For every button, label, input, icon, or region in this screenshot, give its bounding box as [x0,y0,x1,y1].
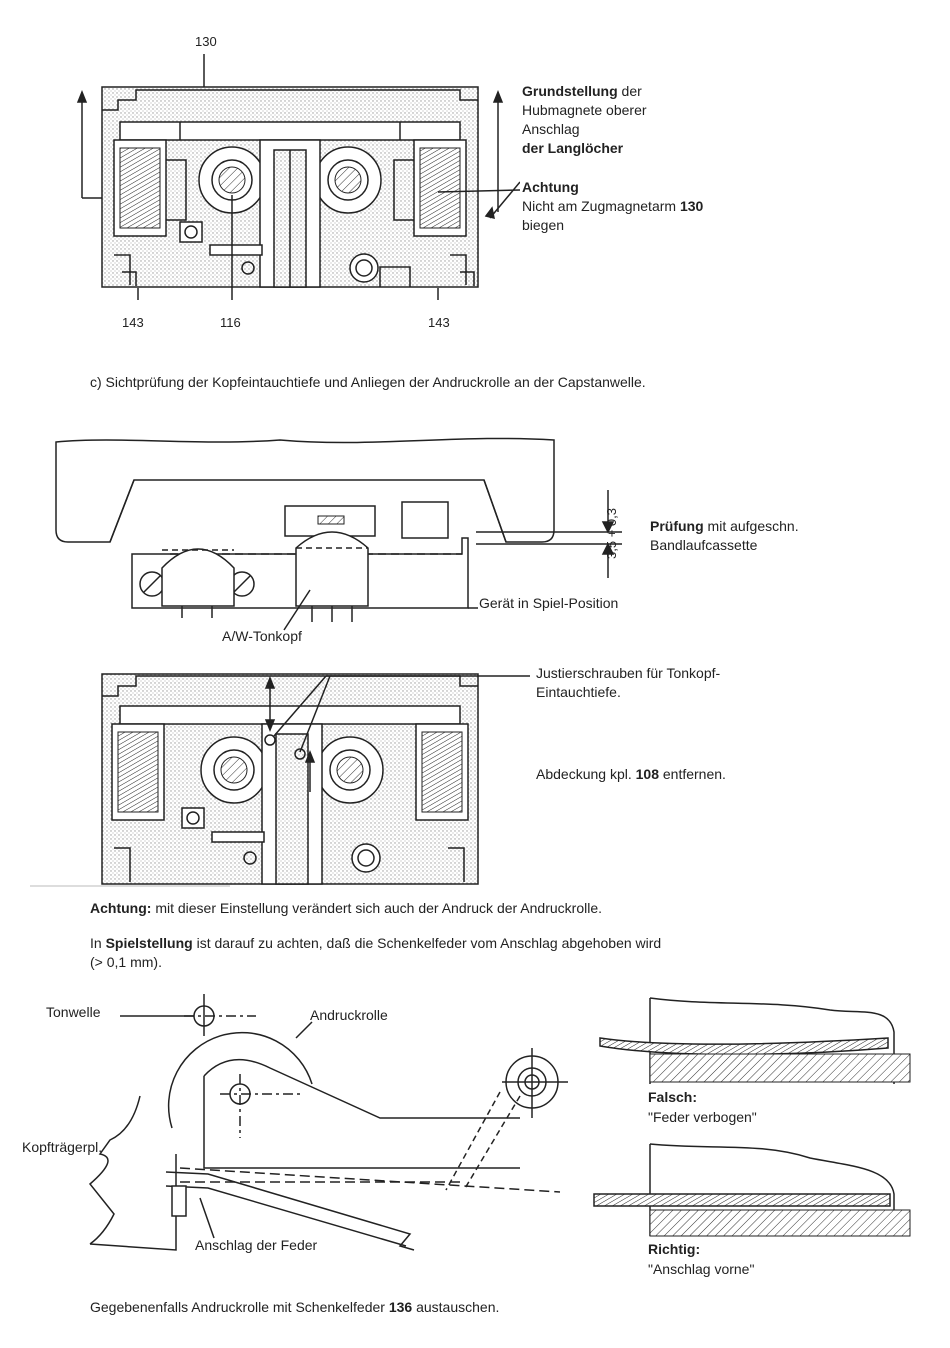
footer-instruction: Gegebenenfalls Andruckrolle mit Schenkel… [90,1298,499,1317]
note-grundstellung-rest: der [617,83,642,99]
dimension-label: 3,5 + 0,3 [603,508,619,559]
play-instruction: In Spielstellung ist darauf zu achten, d… [90,934,661,972]
footer-ref: 136 [388,1299,413,1315]
mechanism-diagram-top [76,54,520,300]
warning-bold: Achtung: [90,900,152,916]
warning-text: Achtung: mit dieser Einstellung veränder… [90,899,602,918]
footer-a: Gegebenenfalls Andruckrolle mit Schenkel… [90,1299,389,1315]
note-grundstellung: Grundstellung der Hubmagnete oberer Ansc… [522,82,647,158]
wrong-title-bold: Falsch: [648,1089,698,1105]
label-anschlag-feder: Anschlag der Feder [195,1237,318,1253]
right-title: Richtig: [648,1240,700,1259]
head-depth-diagram [55,437,622,631]
note-adjust-screws: Justierschrauben für Tonkopf- Eintauchti… [536,664,720,702]
ref-130-label: 130 [195,34,217,49]
note-pruefung: Prüfung mit aufgeschn. Bandlaufcassette [650,517,799,555]
note-achtung-line2: biegen [522,217,565,233]
note-pruefung-line2: Bandlaufcassette [650,537,758,553]
note-adjust-screws-line1: Justierschrauben für Tonkopf- [536,665,721,681]
label-tonwelle: Tonwelle [46,1004,101,1020]
note-achtung-magnet: Achtung Nicht am Zugmagnetarm 130 biegen [522,178,703,235]
play-instruction-bold: Spielstellung [105,935,193,951]
note-grundstellung-line4: der Langlöcher [522,140,624,156]
note-cover-a: Abdeckung kpl. [536,766,636,782]
note-achtung-ref: 130 [679,198,704,214]
note-cover-c: entfernen. [658,766,726,782]
footer-b: austauschen. [412,1299,500,1315]
note-pruefung-bold: Prüfung [650,518,704,534]
play-position-label: Gerät in Spiel-Position [479,595,619,611]
right-caption: "Anschlag vorne" [648,1261,755,1277]
note-grundstellung-line3: Anschlag [522,121,580,137]
head-label: A/W-Tonkopf [222,628,302,644]
note-cover-ref: 108 [635,766,659,782]
spring-wrong-diagram [599,997,911,1084]
step-c-text: c) Sichtprüfung der Kopfeintauchtiefe un… [90,374,646,390]
ref-116-label: 116 [220,315,241,330]
label-kopftraegerplatte: Kopfträgerpl. [22,1139,103,1155]
note-achtung-line1: Nicht am Zugmagnetarm [522,198,680,214]
note-adjust-screws-line2: Eintauchtiefe. [536,684,621,700]
label-andruckrolle: Andruckrolle [310,1007,388,1023]
right-title-bold: Richtig: [648,1241,701,1257]
mechanism-diagram-bottom [30,673,530,887]
pinch-roller-diagram [88,994,568,1251]
wrong-title: Falsch: [648,1088,697,1107]
note-grundstellung-line2: Hubmagnete oberer [522,102,647,118]
play-instruction-a: In [90,935,106,951]
wrong-caption: "Feder verbogen" [648,1109,757,1125]
note-pruefung-rest: mit aufgeschn. [703,518,799,534]
note-grundstellung-bold: Grundstellung [522,83,618,99]
ref-143-right-label: 143 [428,315,450,330]
note-cover: Abdeckung kpl. 108 entfernen. [536,765,726,784]
play-instruction-line2: (> 0,1 mm). [90,954,162,970]
ref-143-left-label: 143 [122,315,144,330]
spring-right-diagram [593,1143,911,1237]
warning-body: mit dieser Einstellung verändert sich au… [151,900,603,916]
play-instruction-b: ist darauf zu achten, daß die Schenkelfe… [192,935,662,951]
note-achtung-title: Achtung [522,179,579,195]
